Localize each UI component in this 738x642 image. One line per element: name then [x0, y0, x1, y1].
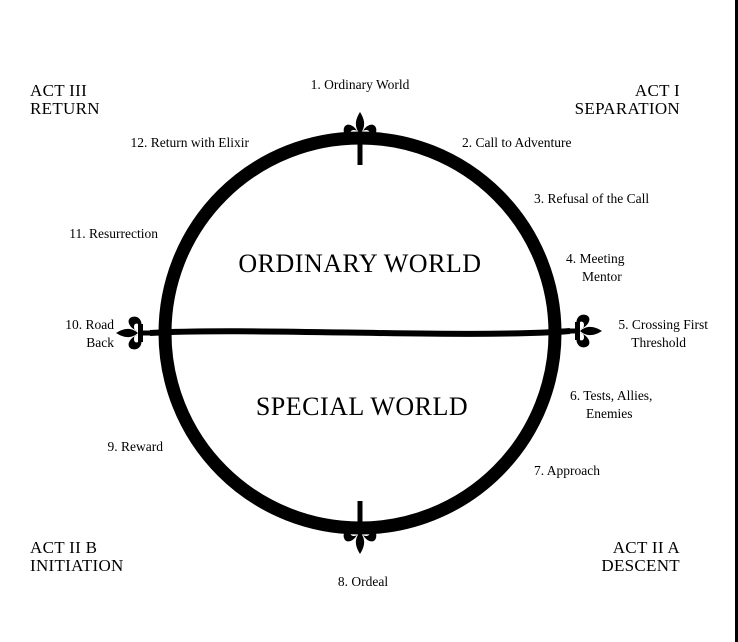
- act-2a-title: ACT II A: [613, 538, 681, 557]
- stage-4-label-line2: Mentor: [582, 269, 622, 284]
- stage-6-label-line1: 6. Tests, Allies,: [570, 388, 652, 403]
- act-2b-subtitle: INITIATION: [30, 556, 124, 575]
- stage-5-label-line1: 5. Crossing First: [618, 317, 708, 332]
- threshold-divider-line: [149, 328, 571, 337]
- act-3-title: ACT III: [30, 81, 87, 100]
- stage-2-label: 2. Call to Adventure: [462, 135, 571, 150]
- stage-8-label: 8. Ordeal: [338, 574, 388, 589]
- ordinary-world-label: ORDINARY WORLD: [238, 249, 481, 278]
- stage-3-label: 3. Refusal of the Call: [534, 191, 649, 206]
- stage-6-label-line2: Enemies: [586, 406, 633, 421]
- act-2b-title: ACT II B: [30, 538, 97, 557]
- stage-7-label: 7. Approach: [534, 463, 600, 478]
- stage-10-label-line1: 10. Road: [65, 317, 114, 332]
- special-world-label: SPECIAL WORLD: [256, 392, 468, 421]
- fleur-de-lis-icon-top: [343, 112, 377, 165]
- fleur-de-lis-icon-right: [561, 314, 602, 348]
- stage-1-label: 1. Ordinary World: [311, 77, 410, 92]
- act-1-subtitle: SEPARATION: [575, 99, 680, 118]
- act-1-title: ACT I: [635, 81, 680, 100]
- fleur-de-lis-icon-left: [116, 316, 157, 350]
- act-3-subtitle: RETURN: [30, 99, 100, 118]
- stage-5-label-line2: Threshold: [631, 335, 686, 350]
- stage-4-label-line1: 4. Meeting: [566, 251, 625, 266]
- stage-9-label: 9. Reward: [108, 439, 164, 454]
- stage-11-label: 11. Resurrection: [69, 226, 158, 241]
- stage-10-label-line2: Back: [86, 335, 114, 350]
- stage-12-label: 12. Return with Elixir: [131, 135, 250, 150]
- act-2a-subtitle: DESCENT: [601, 556, 680, 575]
- fleur-de-lis-icon-bottom: [343, 501, 377, 554]
